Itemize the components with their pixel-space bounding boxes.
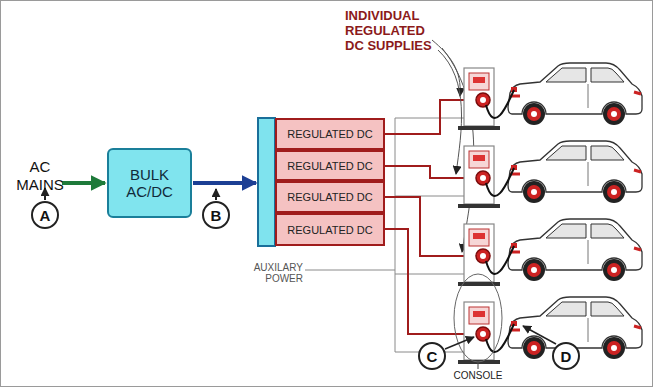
- aux-wire: [395, 118, 464, 119]
- electric-car: [508, 141, 642, 203]
- console-highlight: [454, 274, 502, 362]
- aux-wire: [305, 270, 395, 271]
- leader-line: [478, 363, 479, 369]
- charging-console: [458, 68, 500, 130]
- callout-pointer: [215, 189, 217, 200]
- supply-pointer: [438, 50, 462, 174]
- box-text: REGULATED DC: [287, 191, 372, 203]
- supply-box: REGULATED DC: [275, 118, 385, 150]
- process-box: BULK AC/DC: [107, 148, 192, 218]
- box-text: BULK AC/DC: [113, 166, 186, 200]
- electric-car: [508, 63, 642, 125]
- callout-letter: C: [418, 342, 446, 370]
- callout-letter: B: [202, 201, 230, 229]
- charging-console: [458, 224, 500, 286]
- box-text: REGULATED DC: [287, 224, 372, 236]
- supply-pointer: [432, 40, 460, 96]
- callout-letter: A: [31, 201, 59, 229]
- dc-supply-wire: [385, 166, 477, 178]
- aux-wire: [395, 274, 464, 275]
- charging-console: [458, 146, 500, 208]
- supply-box: REGULATED DC: [275, 150, 385, 181]
- callout-pointer: [445, 337, 474, 349]
- callout-pointer: [523, 326, 556, 344]
- box-text: REGULATED DC: [287, 128, 372, 140]
- aux-wire: [395, 118, 396, 352]
- mains-arrow: [62, 181, 105, 185]
- charging-cable: [486, 324, 514, 352]
- supply-box: REGULATED DC: [275, 181, 385, 213]
- charging-cable: [486, 246, 514, 274]
- charging-cable: [486, 90, 514, 118]
- charging-cable: [486, 168, 514, 196]
- callout-text: D: [561, 348, 572, 365]
- bus-bar: [258, 118, 275, 246]
- callout-text: C: [427, 348, 438, 365]
- electric-car: [508, 219, 642, 281]
- callout-letter: D: [552, 342, 580, 370]
- callout-text: B: [211, 207, 222, 224]
- callout-text: A: [40, 207, 51, 224]
- supply-note: INDIVIDUAL REGULATED DC SUPPLIES: [345, 8, 440, 53]
- console-label: CONSOLE: [438, 370, 518, 382]
- supply-box: REGULATED DC: [275, 213, 385, 246]
- box-text: REGULATED DC: [287, 160, 372, 172]
- dc-bus-arrow: [193, 181, 256, 185]
- aux-power-label: AUXILARY POWER: [248, 262, 303, 284]
- input-label: AC MAINS: [12, 158, 68, 194]
